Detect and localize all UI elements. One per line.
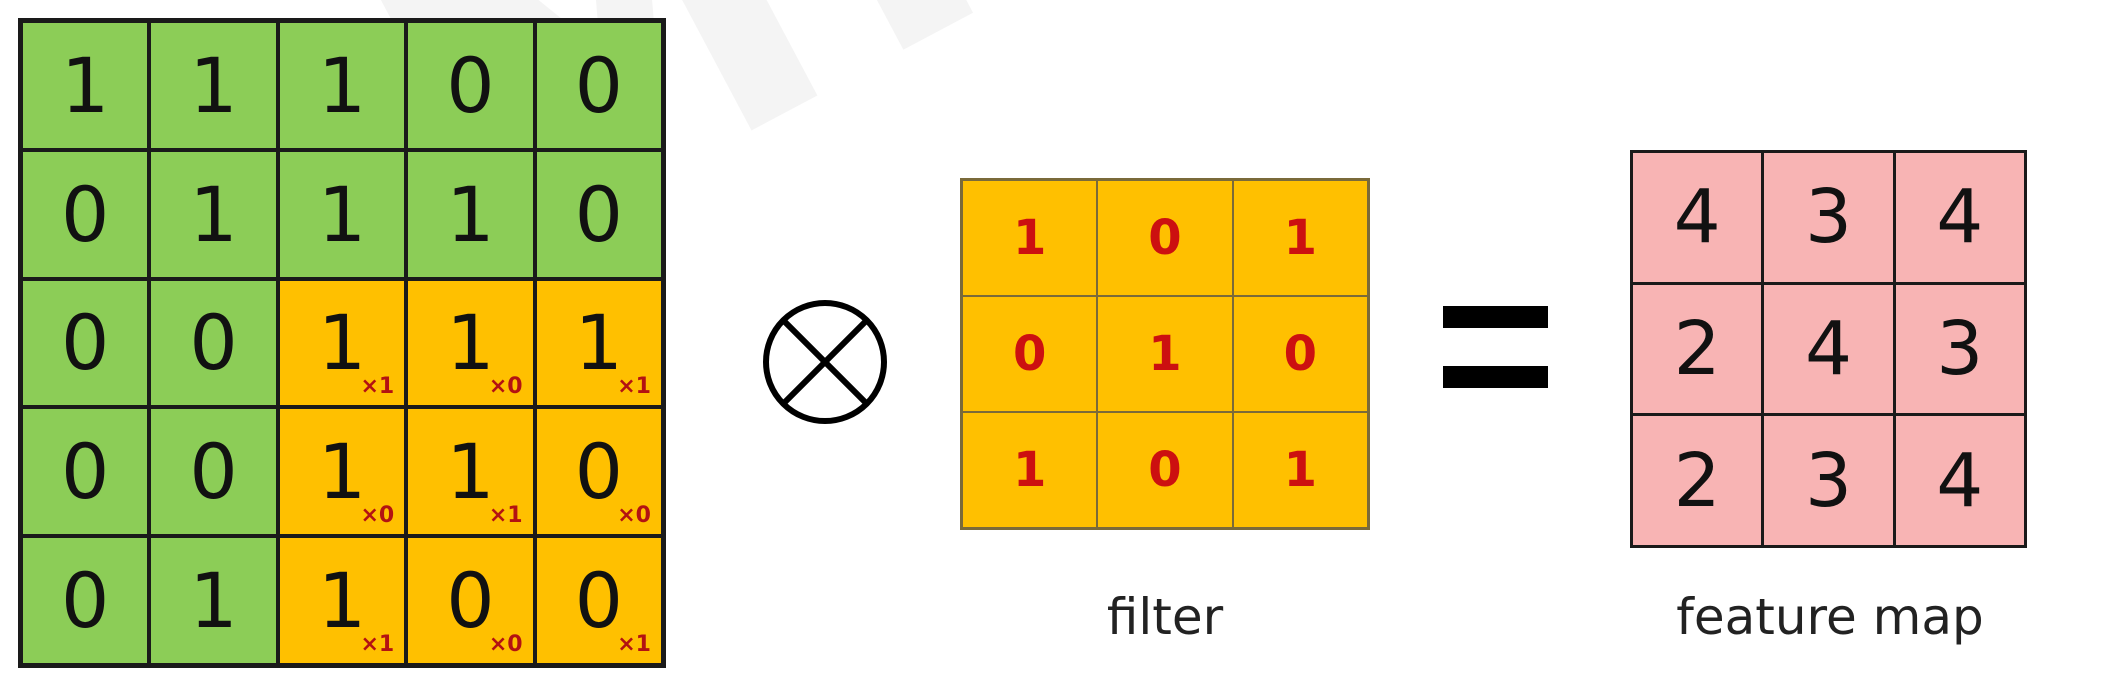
feature-map-cell: 3: [1764, 416, 1893, 545]
input-value: 0: [61, 556, 110, 646]
input-value: 0: [574, 427, 623, 517]
input-cell: 0: [151, 280, 276, 406]
feature-map-cell: 2: [1633, 416, 1762, 545]
filter-weight-label: ×1: [617, 632, 651, 657]
filter-caption: filter: [1106, 588, 1224, 646]
input-value: 1: [189, 169, 238, 259]
input-value: 1: [446, 427, 495, 517]
feature-map-cell: 4: [1633, 153, 1762, 282]
input-cell: 0: [23, 151, 148, 277]
feature-map-cell: 4: [1764, 284, 1893, 414]
input-value: 0: [446, 556, 495, 646]
input-value: 1: [317, 169, 367, 259]
filter-cell: 0: [963, 297, 1097, 411]
input-value: 1: [446, 298, 495, 388]
filter-cell: 0: [1233, 297, 1367, 411]
input-value: 0: [189, 298, 238, 388]
feature-map-cell: 3: [1764, 153, 1893, 282]
input-value: 0: [574, 169, 623, 259]
equals-icon: [1443, 306, 1548, 388]
feature-map-cell: 4: [1895, 416, 2024, 545]
input-cell: 1: [279, 151, 405, 277]
input-cell: 1: [279, 23, 405, 148]
filter-cell: 0: [1098, 181, 1232, 295]
filter-cell: 1: [1098, 297, 1232, 411]
filter-cell: 1: [1233, 413, 1367, 527]
receptive-field-cell: 0×0: [408, 538, 533, 663]
input-value: 0: [574, 556, 623, 646]
input-cell: 0: [23, 280, 148, 406]
feature-map-cell: 2: [1633, 284, 1762, 414]
filter-cell: 1: [1233, 181, 1367, 295]
input-value: 0: [61, 427, 110, 517]
input-value: 0: [189, 427, 238, 517]
input-value: 1: [446, 169, 495, 259]
input-value: 1: [317, 427, 367, 517]
receptive-field-cell: 1×1: [279, 538, 405, 663]
input-cell: 1: [151, 23, 276, 148]
input-cell: 0: [151, 409, 276, 535]
input-value: 1: [574, 298, 623, 388]
filter-cell: 0: [1098, 413, 1232, 527]
filter-cell: 1: [963, 413, 1097, 527]
filter-cell: 1: [963, 181, 1097, 295]
input-value: 1: [317, 40, 367, 130]
receptive-field-cell: 0×0: [536, 409, 661, 535]
input-cell: 0: [408, 23, 533, 148]
input-cell: 1: [408, 151, 533, 277]
receptive-field-cell: 1×0: [279, 409, 405, 535]
filter-weight-label: ×1: [488, 503, 523, 529]
input-value: 1: [189, 40, 238, 130]
circled-times-icon: [763, 300, 887, 424]
filter-weight-label: ×1: [617, 374, 651, 400]
filter-weight-label: ×0: [617, 503, 651, 529]
input-value: 1: [317, 556, 367, 646]
feature-map-cell: 4: [1895, 153, 2024, 282]
feature-map-cell: 3: [1895, 284, 2024, 414]
feature-map-caption: feature map: [1676, 588, 1984, 646]
receptive-field-cell: 1×1: [279, 280, 405, 406]
input-value: 1: [189, 556, 238, 646]
input-cell: 1: [23, 23, 148, 148]
input-cell: 1: [151, 151, 276, 277]
input-cell: 1: [151, 538, 276, 663]
input-value: 0: [61, 298, 110, 388]
input-cell: 0: [23, 538, 148, 663]
receptive-field-cell: 1×1: [408, 409, 533, 535]
input-cell: 0: [23, 409, 148, 535]
filter-weight-label: ×0: [488, 374, 523, 400]
input-cell: 0: [536, 23, 661, 148]
filter-weight-label: ×0: [360, 503, 395, 529]
input-value: 1: [317, 298, 367, 388]
receptive-field-cell: 1×1: [536, 280, 661, 406]
filter-weight-label: ×1: [360, 374, 395, 400]
input-value: 0: [574, 40, 623, 130]
filter-weight-label: ×0: [488, 632, 523, 657]
receptive-field-cell: 0×1: [536, 538, 661, 663]
input-value: 0: [446, 40, 495, 130]
input-value: 1: [61, 40, 110, 130]
receptive-field-cell: 1×0: [408, 280, 533, 406]
input-value: 0: [61, 169, 110, 259]
input-cell: 0: [536, 151, 661, 277]
filter-weight-label: ×1: [360, 632, 395, 657]
